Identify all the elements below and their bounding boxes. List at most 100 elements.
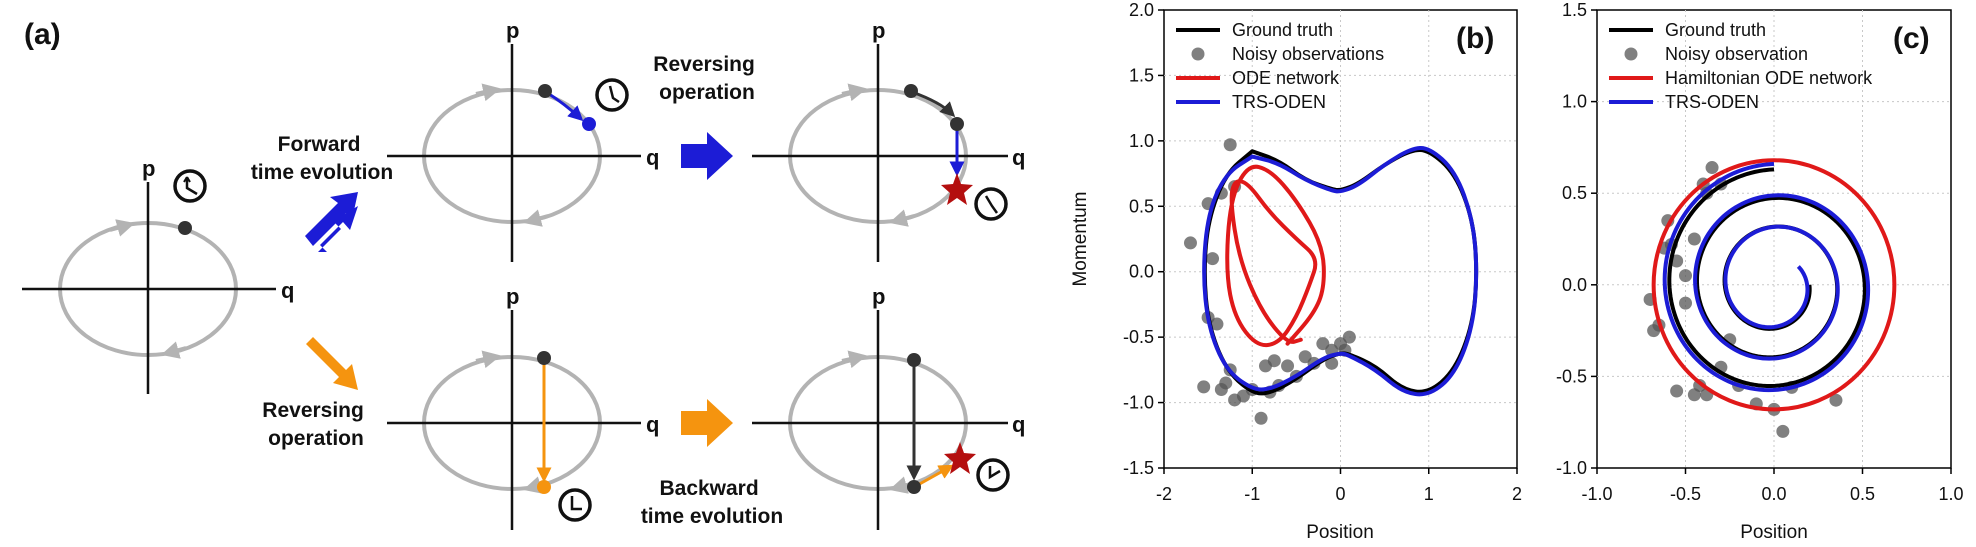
orbit-direction-arrow [523,209,549,227]
x-tick-label: 0 [1335,484,1345,504]
p-axis-label: p [872,18,885,43]
forward-arrow-icon [305,192,358,252]
state-dot [537,351,551,365]
reversed-state-dot [537,480,551,494]
y-tick-label: 0.0 [1562,275,1587,295]
phase-diagram-reversed-backward: p q [752,284,1025,530]
forward-evolution-arrow [545,90,584,122]
data-point-noisy-observation [1776,424,1790,438]
reversing-caption-top: Reversing operation [653,53,760,104]
state-dot [538,84,552,98]
forward-caption: Forward time evolution [251,133,393,184]
x-tick-label: 1 [1424,484,1434,504]
panel-b-label: (b) [1456,22,1494,55]
y-axis-title: Momentum [1070,191,1091,286]
y-tick-label: 2.0 [1129,0,1154,20]
phase-diagram-initial: p q [22,156,294,394]
data-point-noisy-observations [1223,138,1237,152]
reversing-caption-top-line1: Reversing [653,53,755,76]
y-tick-label: 0.5 [1129,196,1154,216]
legend-label: TRS-ODEN [1665,92,1759,112]
orbit-direction-arrow [841,350,868,369]
y-tick-label: -1.0 [1123,393,1154,413]
clock-icon [558,488,592,522]
y-tick-label: 1.5 [1129,65,1154,85]
legend-label: Ground truth [1232,20,1333,40]
y-tick-label: 0.5 [1562,183,1587,203]
phase-diagram-reversed-forward: p q [752,18,1025,262]
star-icon [941,173,973,205]
data-point-noisy-observations [1254,411,1268,425]
q-axis-label: q [1012,412,1025,437]
q-axis-label: q [1012,145,1025,170]
phase-diagram-forward: p q [387,18,659,262]
legend-label: Noisy observation [1665,44,1808,64]
data-point-noisy-observation [1687,388,1701,402]
data-point-noisy-observation [1679,296,1692,310]
legend-marker [1191,47,1205,61]
x-tick-label: -1 [1244,484,1260,504]
legend-label: ODE network [1232,68,1340,88]
data-point-noisy-observation [1670,384,1684,398]
p-axis-label: p [506,18,519,43]
x-tick-label: 0.0 [1761,484,1786,504]
series-line-ode-network [1225,164,1326,348]
x-tick-label: -0.5 [1670,484,1701,504]
panel-c-label: (c) [1893,22,1930,55]
x-tick-label: 1.0 [1938,484,1963,504]
q-axis-label: q [281,278,294,303]
data-point-noisy-observations [1281,359,1295,373]
data-point-noisy-observations [1325,356,1339,370]
phase-diagram-reversed: p q [387,284,659,530]
evolved-state-dot [582,117,596,131]
reverse-arrow-icon [306,337,358,390]
panel-a-label: (a) [24,18,61,51]
reversing-caption-left-line1: Reversing [262,399,364,422]
y-tick-label: -0.5 [1123,327,1154,347]
q-axis-label: q [646,145,659,170]
data-point-noisy-observations [1267,354,1281,368]
data-point-noisy-observations [1197,380,1211,394]
backward-caption-line2: time evolution [641,505,783,528]
evolved-state-dot [950,117,964,131]
series-layer [1643,158,1897,438]
y-tick-label: 1.0 [1129,131,1154,151]
y-tick-label: 1.5 [1562,0,1587,20]
p-axis-label: p [872,284,885,309]
p-axis-label: p [142,156,155,181]
y-tick-label: 0.0 [1129,262,1154,282]
clock-icon [595,78,629,112]
data-point-noisy-observations [1183,236,1197,250]
orbit-direction-arrow [475,350,502,369]
state-dot [907,353,921,367]
p-axis-label: p [506,284,519,309]
legend-label: Hamiltonian ODE network [1665,68,1873,88]
reversing-caption-left-line2: operation [268,427,364,450]
reversing-arrow-icon [681,132,733,180]
x-tick-label: 2 [1512,484,1522,504]
x-axis-title: Position [1740,522,1808,543]
data-point-noisy-observations [1206,252,1220,266]
clock-icon [173,169,207,203]
reversing-caption-top-line2: operation [659,81,755,104]
x-tick-label: -1.0 [1581,484,1612,504]
legend-marker [1624,47,1638,61]
y-tick-label: -1.5 [1123,458,1154,478]
series-line-trs-oden [1662,161,1871,393]
series-layer [1183,138,1479,425]
series-line-trs-oden [1202,146,1479,397]
x-axis-title: Position [1306,522,1374,543]
data-point-noisy-observations [1342,330,1356,344]
data-point-noisy-observation [1705,161,1719,175]
x-tick-label: 0.5 [1850,484,1875,504]
reversing-caption-left: Reversing operation [262,399,369,450]
orbit-direction-arrow [889,209,915,227]
orbit-direction-arrow [841,83,868,102]
backward-arrow-icon [681,399,733,447]
y-tick-label: -1.0 [1556,458,1587,478]
